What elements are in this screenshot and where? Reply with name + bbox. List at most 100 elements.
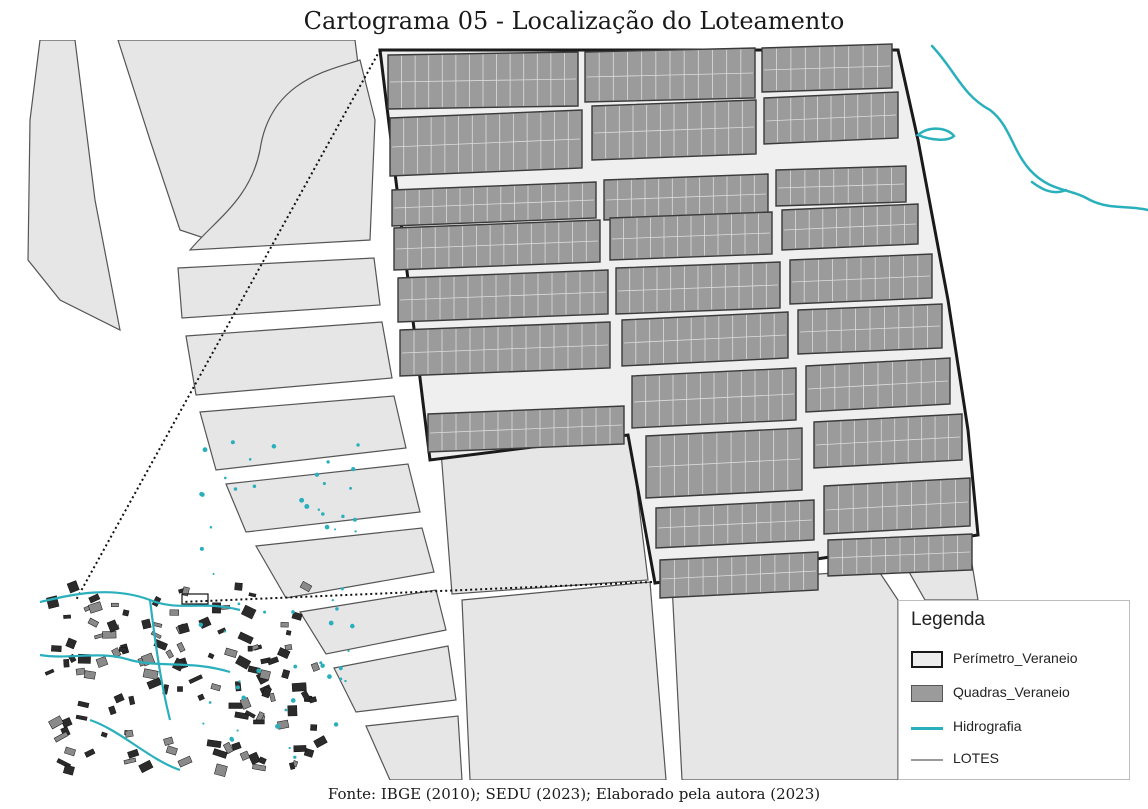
inset-block [231, 741, 242, 751]
lot-line [593, 126, 755, 134]
inset-block [247, 645, 253, 652]
inset-block [53, 731, 69, 743]
inset-block [141, 618, 152, 630]
inset-block [228, 702, 243, 709]
map-canvas[interactable] [0, 40, 1148, 780]
inset-water-dot [354, 530, 357, 533]
lot-line [391, 138, 581, 148]
inset-block [239, 750, 251, 761]
inset-water-dot [271, 444, 277, 449]
inset-block [51, 645, 62, 653]
inset-block [235, 655, 252, 670]
inset-block [169, 609, 180, 616]
lot-line [829, 551, 971, 559]
inset-block [293, 745, 307, 753]
land-parcel [185, 321, 393, 396]
inset-water-dot [202, 447, 208, 453]
inset-block [118, 646, 127, 653]
inset-block [261, 686, 272, 699]
inset-water-dot [344, 679, 347, 683]
lot-line [763, 65, 891, 71]
lot-line [815, 436, 961, 446]
inset-water-dot [321, 512, 325, 516]
inset-water-dot [256, 668, 262, 674]
lot-line [395, 240, 599, 250]
inset-block [222, 741, 234, 755]
inset-water-dot [248, 458, 252, 461]
land-parcel [199, 395, 407, 471]
inset-block [234, 582, 243, 591]
inset-block [100, 731, 108, 738]
inset-connectors [75, 49, 653, 603]
inset-block [287, 705, 298, 717]
inset-water-dot [223, 630, 227, 633]
block-swatch-icon [911, 685, 943, 702]
inset-water-dot [317, 508, 321, 511]
inset-block [210, 683, 222, 692]
lot-line [605, 193, 767, 201]
inset-block [212, 748, 228, 759]
inset-water-dot [351, 467, 356, 472]
inset-block [248, 751, 261, 765]
lot-line [791, 275, 931, 283]
legend-title: Legenda [911, 609, 985, 630]
river-line [1030, 180, 1068, 194]
inset-block [75, 714, 88, 721]
inset-block [269, 692, 276, 703]
inset-water-dot [230, 738, 235, 742]
lot-line [623, 334, 787, 344]
legend-label: Hidrografia [953, 718, 1022, 734]
inset-water-dot [349, 486, 353, 490]
land-parcel [225, 463, 421, 533]
inset-block [142, 668, 159, 680]
inset-block [102, 631, 117, 639]
inset-water-dot [322, 481, 326, 486]
quadras-veraneio [387, 43, 973, 599]
inset-water-dot [288, 746, 291, 750]
inset-block [95, 656, 109, 668]
inset-water-dot [334, 528, 337, 531]
map-svg [27, 40, 1148, 780]
land-parcels [27, 40, 979, 780]
lot-line [429, 424, 623, 434]
lot-line [393, 199, 595, 209]
inset-block [310, 662, 320, 672]
inset-block [176, 642, 186, 653]
inset-block [252, 763, 267, 772]
inset-block [237, 631, 254, 645]
inset-block [163, 736, 174, 746]
water-line-icon [911, 727, 943, 730]
inset-block [88, 593, 101, 604]
legend-label: LOTES [953, 750, 999, 766]
lot-line [765, 114, 897, 122]
inset-block [212, 602, 222, 614]
inset-water-dot [252, 484, 257, 489]
inset-block [146, 677, 163, 690]
inset-water-dot [199, 491, 204, 497]
inset-block [62, 764, 75, 776]
inset-block [248, 592, 257, 598]
inset-block [217, 627, 227, 635]
land-parcel [27, 40, 121, 332]
inset-water-dot [314, 472, 320, 477]
lot-line [399, 291, 607, 301]
inset-river [148, 599, 172, 721]
land-parcel [299, 589, 447, 655]
lot-line [807, 380, 949, 390]
land-parcel [188, 59, 376, 251]
inset-block [177, 622, 190, 635]
inset-water-dot [319, 661, 323, 665]
inset-water-dot [320, 663, 325, 668]
inset-water-dot [328, 620, 334, 626]
inset-block [300, 690, 311, 701]
inset-block [66, 580, 80, 594]
inset-block [181, 586, 190, 597]
lot-line [389, 78, 577, 83]
inset-river [39, 591, 241, 612]
inset-block [280, 622, 289, 628]
inset-block [188, 674, 203, 685]
inset-block [110, 602, 119, 607]
legend-item-lotes: LOTES [911, 749, 1123, 771]
inset-water-dot [235, 685, 240, 690]
lot-line [799, 325, 941, 333]
